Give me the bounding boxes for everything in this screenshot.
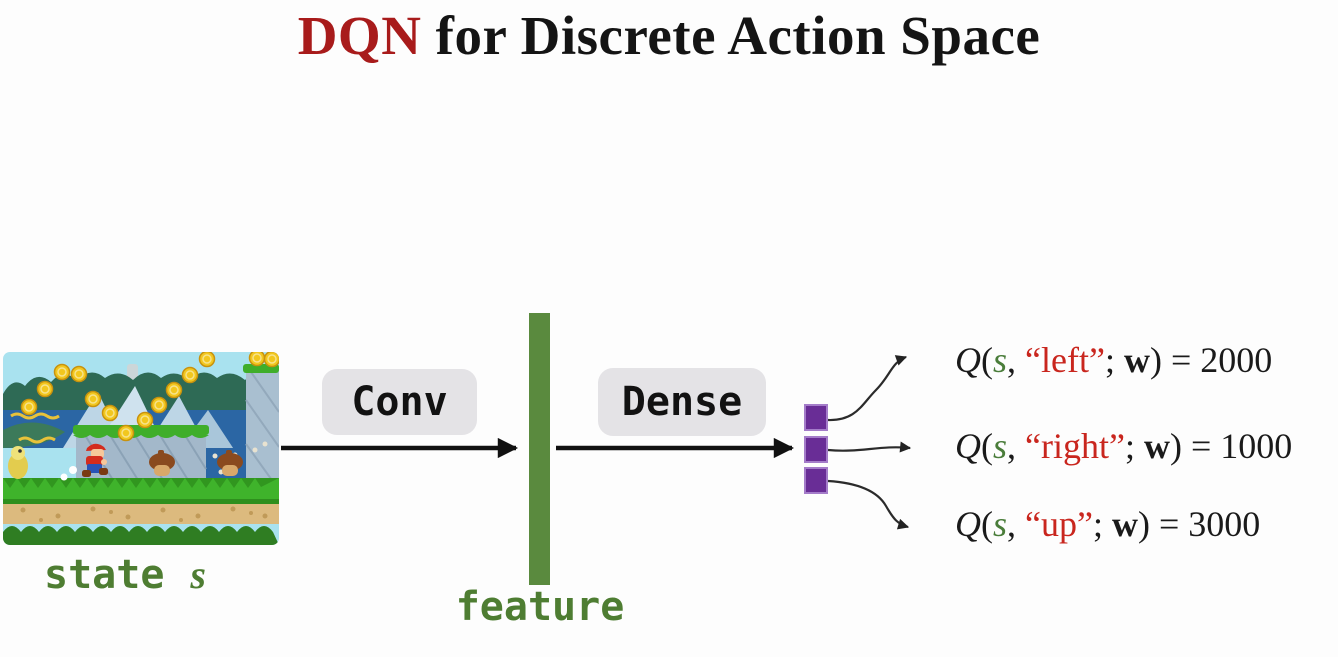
q-value-left: 2000: [1200, 340, 1273, 380]
paren-open: (: [981, 340, 993, 380]
q-symbol: Q: [955, 426, 981, 466]
equals: ) =: [1169, 426, 1221, 466]
page-title: DQN for Discrete Action Space: [0, 4, 1338, 67]
weights-symbol: w: [1123, 340, 1150, 380]
q-value-equation-up: Q(s, “up”; w) = 3000: [955, 502, 1260, 546]
equals: ) =: [1138, 504, 1189, 544]
title-rest: for Discrete Action Space: [421, 5, 1041, 66]
q-value-right: 1000: [1220, 426, 1293, 466]
action-right: “right”: [1025, 426, 1125, 466]
weights-symbol: w: [1112, 504, 1138, 544]
coins: [20, 352, 279, 442]
connector-node2-to-right-q: [827, 441, 912, 453]
semicolon: ;: [1104, 340, 1124, 380]
state-symbol: s: [993, 426, 1008, 466]
equals: ) =: [1149, 340, 1201, 380]
action-up: “up”: [1025, 504, 1093, 544]
mario-character: [82, 443, 108, 477]
q-value-up: 3000: [1188, 504, 1261, 544]
koopa-character: [8, 446, 28, 479]
comma: ,: [1007, 504, 1026, 544]
feature-vector-bar: [529, 313, 550, 585]
state-symbol: s: [993, 340, 1008, 380]
game-state-image: [3, 352, 279, 545]
q-symbol: Q: [955, 340, 981, 380]
conv-layer-box: Conv: [322, 369, 477, 435]
action-left: “left”: [1025, 340, 1105, 380]
connector-node1-to-left-q: [827, 355, 908, 422]
q-value-equation-left: Q(s, “left”; w) = 2000: [955, 338, 1272, 382]
output-node-1: [804, 404, 828, 431]
semicolon: ;: [1124, 426, 1144, 466]
paren-open: (: [981, 504, 993, 544]
output-node-3: [804, 467, 828, 494]
feature-label: feature: [455, 584, 625, 630]
dense-label: Dense: [621, 379, 743, 425]
q-symbol: Q: [955, 504, 981, 544]
comma: ,: [1007, 340, 1026, 380]
comma: ,: [1007, 426, 1026, 466]
conv-label: Conv: [351, 379, 448, 425]
goomba-character: [217, 450, 243, 476]
dense-layer-box: Dense: [598, 368, 766, 436]
output-node-2: [804, 436, 828, 463]
semicolon: ;: [1092, 504, 1112, 544]
state-symbol: s: [190, 552, 206, 597]
state-word: state: [44, 552, 165, 598]
q-value-equation-right: Q(s, “right”; w) = 1000: [955, 424, 1292, 468]
paren-open: (: [981, 426, 993, 466]
weights-symbol: w: [1143, 426, 1170, 466]
title-accent-dqn: DQN: [297, 5, 422, 66]
goomba-character: [149, 450, 175, 476]
state-symbol: s: [993, 504, 1008, 544]
mario-scene-illustration: [3, 352, 279, 545]
connector-node3-to-up-q: [827, 479, 910, 530]
